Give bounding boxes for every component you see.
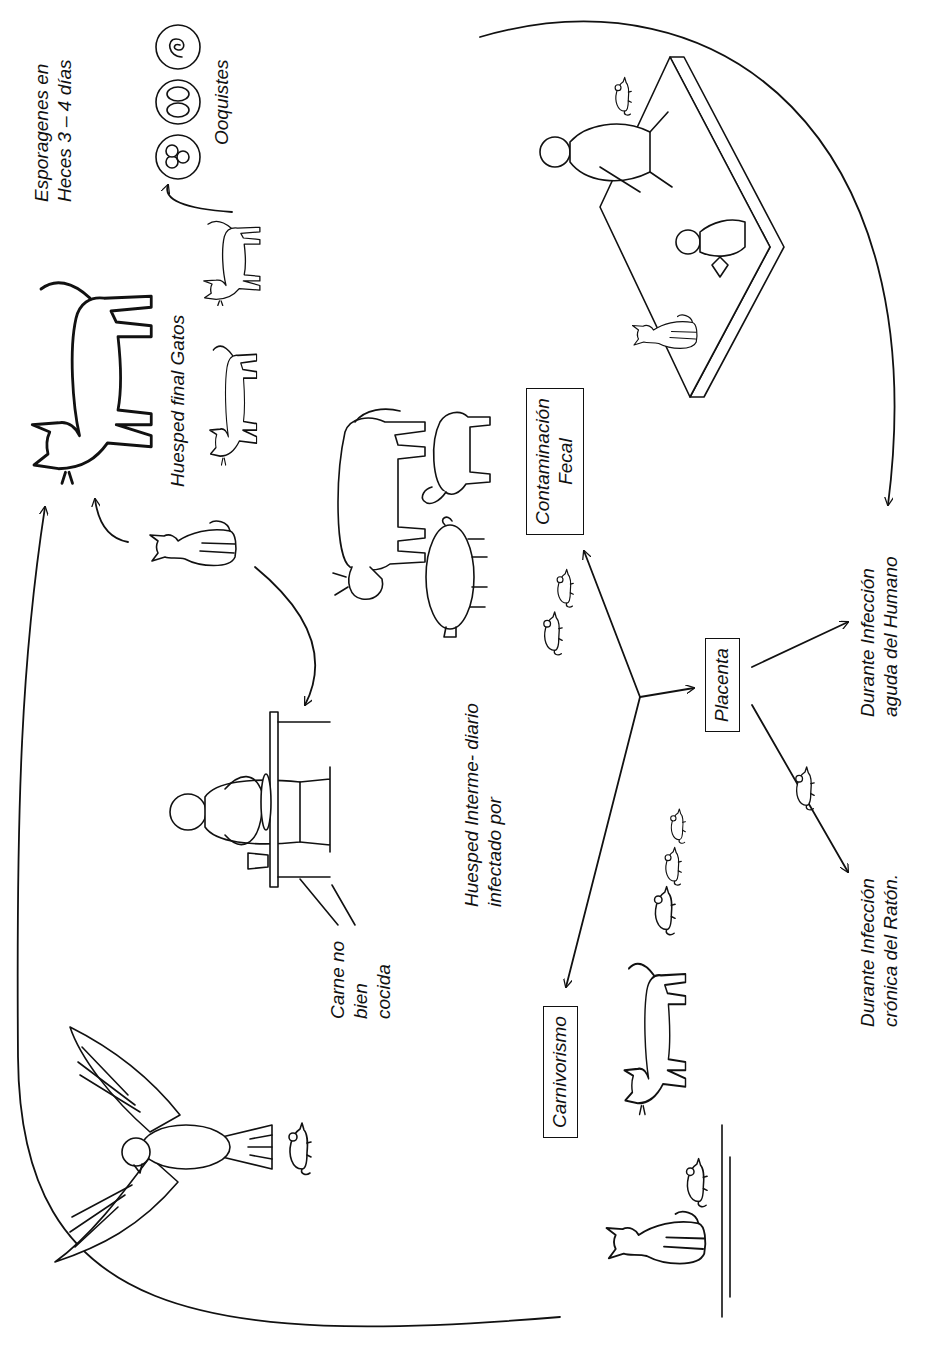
oocysts	[166, 145, 178, 157]
intermediate-hosts	[422, 487, 446, 503]
sandbox-scene	[600, 57, 770, 397]
intermediate-hosts	[349, 567, 383, 599]
carnivorism-scene	[607, 767, 815, 1317]
caption-text: Durante Infección aguda del Humano	[856, 527, 902, 717]
carnivorism-scene	[687, 1159, 708, 1207]
caption-text: Esporagenes en Heces 3 – 4 días	[30, 17, 76, 202]
oocysts	[156, 25, 200, 179]
man-eating	[170, 794, 206, 830]
sandbox-scene	[540, 57, 784, 397]
intermediate-hosts	[333, 573, 348, 595]
carnivorism-scene	[796, 767, 814, 810]
hawk-with-mouse	[289, 1123, 311, 1174]
sandbox-scene	[615, 77, 631, 115]
intermediate-hosts	[544, 612, 562, 655]
oocysts	[156, 135, 200, 179]
oocysts	[177, 151, 189, 163]
sandbox-scene	[676, 230, 700, 254]
cycle-arrows	[18, 22, 895, 1327]
oocysts	[166, 156, 178, 168]
caption-text: Durante Infección aguda del Humano	[856, 527, 902, 717]
carnivorism-scene	[671, 809, 686, 843]
oocysts	[167, 103, 189, 117]
branch-arrow	[640, 688, 694, 697]
final-host-cats	[210, 346, 257, 465]
route-box: Contaminación Fecal	[526, 388, 584, 535]
caption-text: Durante Infección crónica del Ratón.	[856, 837, 902, 1027]
branch-arrow	[752, 622, 848, 667]
carnivorism-scene	[665, 847, 681, 885]
arc-arrow	[167, 185, 232, 212]
oocysts	[167, 87, 189, 101]
hawk-with-mouse	[55, 1157, 178, 1262]
caption-text: Durante Infección crónica del Ratón.	[856, 837, 902, 1027]
caption-text: Carne no bien cocida	[326, 929, 396, 1019]
man-eating	[261, 774, 271, 830]
man-eating	[170, 712, 330, 887]
arc-arrow	[255, 567, 315, 705]
carnivorism-scene	[655, 887, 676, 935]
caption-text: Huesped final Gatos	[166, 315, 189, 487]
leader-lines	[332, 885, 355, 925]
caption-text: Carne no bien cocida	[326, 929, 396, 1019]
caption-text: Huesped final Gatos	[166, 315, 189, 487]
caption-text: Ooquistes	[210, 59, 233, 145]
hawk-with-mouse	[142, 1125, 230, 1169]
final-host-cats	[204, 222, 260, 306]
hawk-with-mouse	[248, 1135, 272, 1159]
man-eating	[205, 780, 300, 844]
box-label: Carnivorismo	[549, 1016, 572, 1128]
branch-arrow	[752, 705, 848, 872]
arc-arrow	[95, 499, 128, 542]
intermediate-hosts	[444, 539, 487, 637]
carnivorism-scene	[624, 964, 685, 1114]
intermediate-hosts	[443, 517, 452, 525]
final-host-cats	[32, 222, 260, 566]
intermediate-hosts	[434, 412, 490, 494]
box-label: Contaminación Fecal	[532, 398, 578, 525]
oocysts	[156, 25, 200, 69]
branch-arrow	[584, 551, 640, 697]
route-box: Carnivorismo	[543, 1006, 578, 1138]
hawk-with-mouse	[55, 1027, 311, 1262]
carnivorism-scene	[607, 1212, 706, 1264]
sandbox-scene	[600, 112, 672, 192]
hawk-with-mouse	[122, 1138, 150, 1166]
caption-text: Huesped Interme- diario infectado por	[460, 697, 506, 907]
oocysts	[170, 39, 184, 57]
man-eating	[248, 853, 268, 869]
intermediate-hosts	[557, 569, 573, 607]
oocysts	[156, 80, 200, 124]
sandbox-scene	[712, 257, 728, 277]
caption-text: Ooquistes	[210, 59, 233, 145]
final-host-cats	[150, 521, 236, 565]
man-eating	[225, 777, 262, 845]
intermediate-hosts	[355, 409, 400, 422]
hawk-with-mouse	[134, 1164, 142, 1173]
carnivorism-scene	[722, 1125, 730, 1317]
caption-text: Huesped Interme- diario infectado por	[460, 697, 506, 907]
man-eating	[278, 722, 330, 877]
intermediate-hosts	[338, 418, 425, 570]
sandbox-scene	[633, 315, 697, 348]
man-eating	[300, 767, 330, 852]
arc-arrow	[18, 507, 560, 1326]
box-label: Placenta	[711, 648, 734, 722]
branch-arrow	[566, 697, 640, 987]
caption-text: Esporagenes en Heces 3 – 4 días	[30, 17, 76, 202]
sandbox-scene	[570, 124, 650, 181]
sandbox-scene	[700, 220, 745, 256]
final-host-cats	[32, 283, 151, 484]
intermediate-hosts	[426, 525, 474, 629]
route-box: Placenta	[705, 638, 740, 732]
leader-lines	[300, 879, 355, 925]
sandbox-scene	[540, 137, 570, 167]
